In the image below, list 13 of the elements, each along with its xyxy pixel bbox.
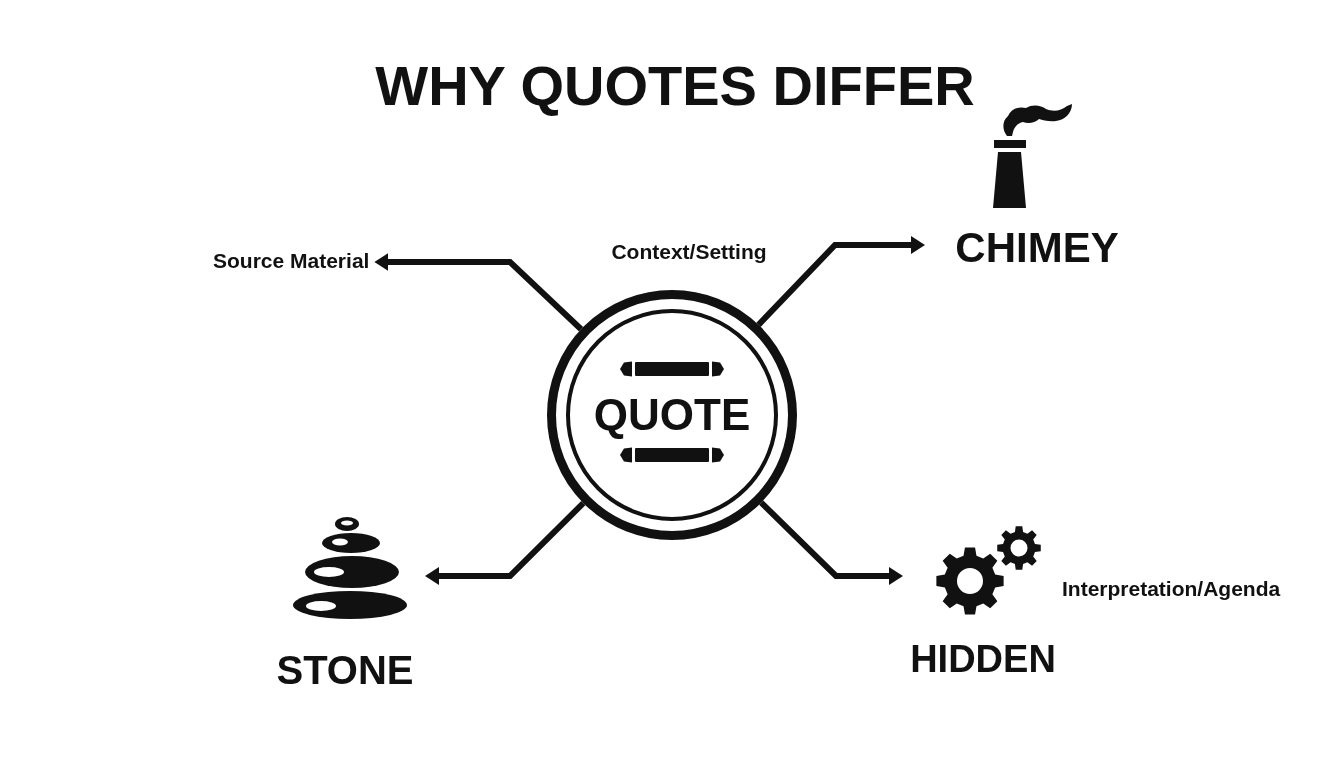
arrow <box>759 500 903 585</box>
annotation-text: Interpretation/Agenda <box>1062 577 1281 602</box>
node-title: QUOTE <box>593 390 751 441</box>
node-label: Source Material <box>213 249 370 274</box>
annotation-text: Context/Setting <box>611 240 767 265</box>
arrow <box>374 253 584 332</box>
diagram-title: WHY QUOTES DIFFER <box>375 54 975 119</box>
arrow <box>756 236 925 327</box>
node-title: CHIMEY <box>955 224 1119 273</box>
node-title: STONE <box>276 647 414 693</box>
arrow <box>425 500 586 585</box>
ring-circle <box>547 290 797 540</box>
node-title: HIDDEN <box>910 638 1056 682</box>
